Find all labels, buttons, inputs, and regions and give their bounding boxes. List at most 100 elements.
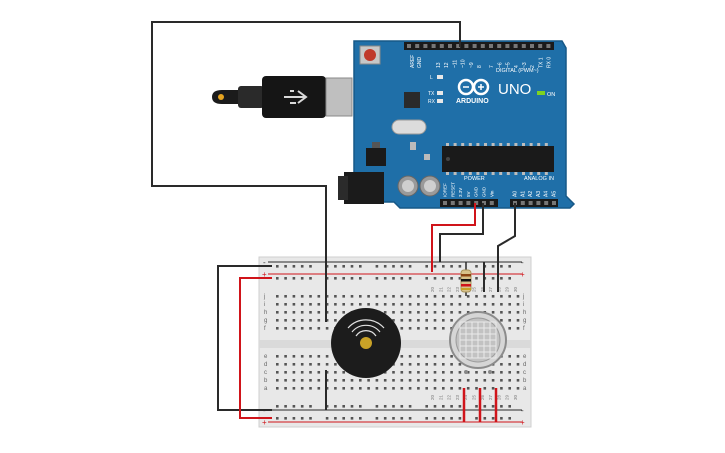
terminal-hole[interactable]: [284, 311, 287, 314]
rail-hole[interactable]: [342, 277, 345, 280]
terminal-hole[interactable]: [500, 371, 503, 374]
digital-pin-hole[interactable]: [464, 44, 469, 48]
piezo-buzzer[interactable]: [331, 308, 401, 378]
rail-hole[interactable]: [408, 417, 412, 420]
resistor[interactable]: [460, 269, 472, 293]
terminal-hole[interactable]: [433, 319, 437, 322]
analog-pin-hole[interactable]: [520, 201, 525, 205]
terminal-hole[interactable]: [317, 355, 321, 358]
terminal-hole[interactable]: [392, 311, 395, 314]
terminal-hole[interactable]: [292, 355, 296, 358]
rail-hole[interactable]: [309, 277, 312, 280]
rail-hole[interactable]: [383, 417, 387, 420]
terminal-hole[interactable]: [334, 379, 337, 382]
rail-hole[interactable]: [292, 277, 296, 280]
wire-gnd[interactable]: [439, 203, 484, 262]
rail-hole[interactable]: [400, 265, 404, 268]
terminal-hole[interactable]: [334, 387, 337, 390]
rail-hole[interactable]: [408, 277, 412, 280]
rail-hole[interactable]: [276, 277, 279, 280]
terminal-hole[interactable]: [442, 295, 445, 298]
terminal-hole[interactable]: [284, 387, 287, 390]
terminal-hole[interactable]: [483, 371, 487, 374]
analog-pin-hole[interactable]: [528, 201, 533, 205]
rail-hole[interactable]: [276, 405, 279, 408]
rail-hole[interactable]: [450, 265, 453, 268]
rail-hole[interactable]: [292, 405, 296, 408]
terminal-hole[interactable]: [325, 355, 329, 358]
terminal-hole[interactable]: [433, 371, 437, 374]
terminal-hole[interactable]: [317, 387, 321, 390]
terminal-hole[interactable]: [350, 387, 354, 390]
rail-hole[interactable]: [491, 277, 495, 280]
terminal-hole[interactable]: [300, 371, 304, 374]
rail-hole[interactable]: [450, 417, 453, 420]
rail-hole[interactable]: [508, 417, 511, 420]
rail-hole[interactable]: [392, 405, 395, 408]
rail-hole[interactable]: [491, 265, 495, 268]
rail-hole[interactable]: [475, 277, 478, 280]
rail-hole[interactable]: [334, 405, 337, 408]
terminal-hole[interactable]: [491, 387, 495, 390]
rail-hole[interactable]: [342, 405, 345, 408]
terminal-hole[interactable]: [491, 295, 495, 298]
rail-hole[interactable]: [500, 277, 503, 280]
terminal-hole[interactable]: [425, 363, 428, 366]
terminal-hole[interactable]: [367, 303, 370, 306]
terminal-hole[interactable]: [383, 311, 387, 314]
terminal-hole[interactable]: [417, 311, 420, 314]
terminal-hole[interactable]: [508, 355, 511, 358]
terminal-hole[interactable]: [383, 295, 387, 298]
terminal-hole[interactable]: [276, 371, 279, 374]
rail-hole[interactable]: [284, 405, 287, 408]
terminal-hole[interactable]: [375, 387, 379, 390]
terminal-hole[interactable]: [350, 295, 354, 298]
rail-hole[interactable]: [292, 417, 296, 420]
terminal-hole[interactable]: [417, 371, 420, 374]
rail-hole[interactable]: [276, 265, 279, 268]
power-pin-hole[interactable]: [450, 201, 455, 205]
terminal-hole[interactable]: [500, 295, 503, 298]
gas-sensor[interactable]: [449, 311, 507, 374]
rail-hole[interactable]: [276, 417, 279, 420]
rail-hole[interactable]: [392, 265, 395, 268]
rail-hole[interactable]: [350, 277, 354, 280]
analog-pin-hole[interactable]: [552, 201, 556, 205]
terminal-hole[interactable]: [508, 387, 511, 390]
rail-hole[interactable]: [359, 417, 362, 420]
rail-hole[interactable]: [334, 265, 337, 268]
terminal-hole[interactable]: [392, 371, 395, 374]
rail-hole[interactable]: [325, 265, 329, 268]
terminal-hole[interactable]: [450, 311, 453, 314]
rail-hole[interactable]: [334, 417, 337, 420]
rail-hole[interactable]: [433, 277, 437, 280]
terminal-hole[interactable]: [508, 295, 511, 298]
terminal-hole[interactable]: [500, 319, 503, 322]
terminal-hole[interactable]: [442, 303, 445, 306]
rail-hole[interactable]: [309, 405, 312, 408]
terminal-hole[interactable]: [325, 311, 329, 314]
terminal-hole[interactable]: [367, 379, 370, 382]
terminal-hole[interactable]: [433, 311, 437, 314]
terminal-hole[interactable]: [309, 295, 312, 298]
terminal-hole[interactable]: [334, 371, 337, 374]
terminal-hole[interactable]: [408, 295, 412, 298]
terminal-hole[interactable]: [342, 387, 345, 390]
terminal-hole[interactable]: [442, 355, 445, 358]
terminal-hole[interactable]: [417, 295, 420, 298]
terminal-hole[interactable]: [483, 379, 487, 382]
terminal-hole[interactable]: [433, 303, 437, 306]
terminal-hole[interactable]: [450, 371, 453, 374]
rail-hole[interactable]: [400, 405, 404, 408]
terminal-hole[interactable]: [300, 327, 304, 330]
terminal-hole[interactable]: [450, 319, 453, 322]
rail-hole[interactable]: [450, 405, 453, 408]
terminal-hole[interactable]: [458, 387, 462, 390]
terminal-hole[interactable]: [300, 379, 304, 382]
terminal-hole[interactable]: [516, 387, 520, 390]
terminal-hole[interactable]: [325, 387, 329, 390]
terminal-hole[interactable]: [400, 303, 404, 306]
terminal-hole[interactable]: [400, 379, 404, 382]
rail-hole[interactable]: [350, 405, 354, 408]
